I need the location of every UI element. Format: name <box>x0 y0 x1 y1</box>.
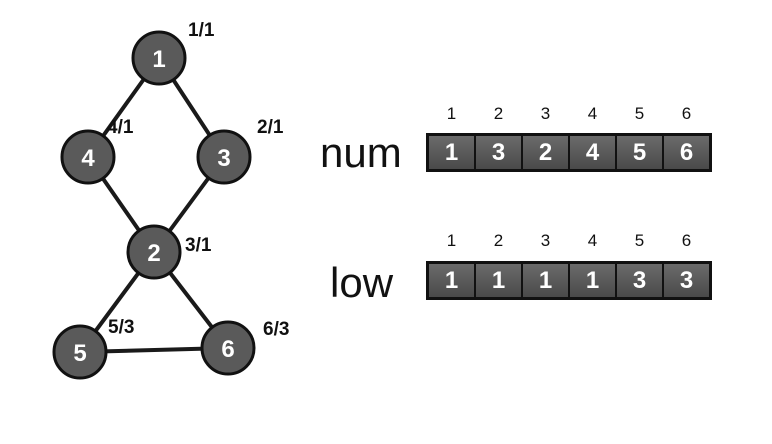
node-circle <box>126 224 182 280</box>
num-array: 1 3 2 4 5 6 <box>426 133 712 172</box>
num-index: 2 <box>493 104 504 123</box>
node-circle <box>52 324 108 380</box>
node-num-low-annotation: 3/1 <box>185 235 212 256</box>
num-array-cell: 1 <box>429 136 474 169</box>
graph-edges <box>78 56 230 354</box>
low-index: 4 <box>587 231 598 250</box>
num-index: 6 <box>681 104 692 123</box>
low-index: 5 <box>634 231 645 250</box>
node-label: 1 <box>152 46 165 73</box>
node-circle <box>196 129 252 185</box>
num-array-cell: 2 <box>523 136 568 169</box>
graph-node-2: 2 3/1 <box>126 224 212 280</box>
node-num-low-annotation: 1/1 <box>188 20 215 41</box>
node-num-low-annotation: 6/3 <box>263 319 289 340</box>
node-label: 3 <box>217 145 230 172</box>
node-label: 4 <box>81 145 95 172</box>
graph-node-6: 6 6/3 <box>200 319 289 376</box>
low-array-cell: 1 <box>476 264 521 297</box>
low-index: 2 <box>493 231 504 250</box>
node-num-low-annotation: 2/1 <box>257 117 284 138</box>
node-circle <box>60 129 116 185</box>
num-array-index-row: 1 2 3 4 5 6 <box>428 104 710 124</box>
low-array-cell: 3 <box>664 264 709 297</box>
low-index: 1 <box>446 231 457 250</box>
node-label: 6 <box>221 336 234 363</box>
graph-node-3: 3 2/1 <box>196 117 284 185</box>
low-array-cell: 3 <box>617 264 662 297</box>
low-index: 3 <box>540 231 551 250</box>
node-num-low-annotation: 5/3 <box>108 317 134 338</box>
low-array-label: low <box>330 259 394 306</box>
node-circle <box>131 30 187 86</box>
num-index: 4 <box>587 104 598 123</box>
low-array-index-row: 1 2 3 4 5 6 <box>428 231 710 251</box>
num-array-cell: 6 <box>664 136 709 169</box>
num-index: 3 <box>540 104 551 123</box>
graph-node-1: 1 1/1 <box>131 20 215 86</box>
node-circle <box>200 320 256 376</box>
node-num-low-annotation: 4/1 <box>107 117 134 138</box>
graph-node-4: 4 4/1 <box>60 117 134 185</box>
num-array-cell: 3 <box>476 136 521 169</box>
node-label: 5 <box>73 340 86 367</box>
low-array-cell: 1 <box>523 264 568 297</box>
num-index: 5 <box>634 104 645 123</box>
num-index: 1 <box>446 104 457 123</box>
low-array-cell: 1 <box>570 264 615 297</box>
graph-nodes: 1 1/1 4 4/1 3 2/1 2 3/1 5 5/3 6 6/3 <box>52 20 289 380</box>
num-array-cell: 4 <box>570 136 615 169</box>
low-index: 6 <box>681 231 692 250</box>
node-label: 2 <box>147 240 160 267</box>
graph-node-5: 5 5/3 <box>52 317 134 380</box>
num-array-label: num <box>320 129 402 176</box>
num-array-cell: 5 <box>617 136 662 169</box>
low-array-cell: 1 <box>429 264 474 297</box>
low-array: 1 1 1 1 3 3 <box>426 261 712 300</box>
